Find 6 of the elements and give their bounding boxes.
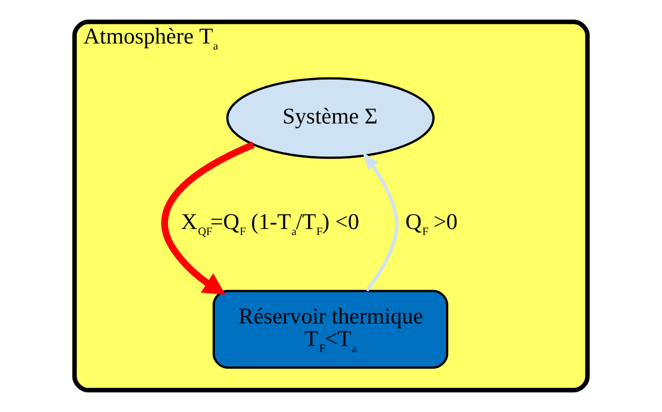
arrow: [362, 152, 399, 292]
arrow: [161, 142, 255, 295]
edge-label: X$_{QF}$=Q$_{F}$ (1-T$_{a}$/T$_{F}$) <0: [181, 208, 360, 238]
node-ellipse: Système Σ: [226, 77, 435, 159]
node-box: Réservoir thermique T$_{F}$<T$_{a}$: [212, 290, 448, 369]
edge-label: Q$_{F}$ >0: [405, 208, 458, 238]
